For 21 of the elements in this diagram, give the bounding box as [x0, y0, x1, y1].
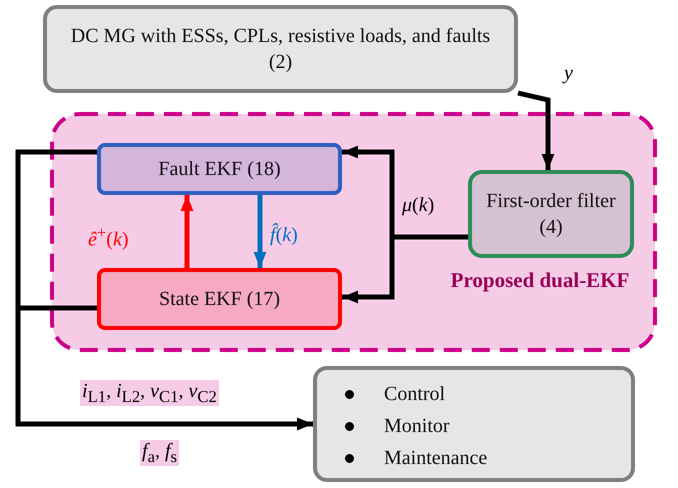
estimator-region [50, 112, 657, 352]
edge-label: f$_{a}$, f$_{s}$ [140, 440, 180, 466]
node-text: DC MG with ESSs, CPLs, resistive loads, and faults (2) [70, 24, 492, 75]
list-item: Maintenance [384, 446, 488, 471]
output-box [313, 366, 635, 482]
process-box [97, 143, 342, 195]
node-text: State EKF (17) [158, 287, 282, 312]
edge-label: i$_{L1}$, i$_{L2}$, v$_{C1}$, v$_{C2}$ [80, 380, 219, 406]
list-item: Monitor [384, 414, 450, 439]
arrow [254, 195, 266, 268]
system-box [43, 5, 518, 93]
region-title: Proposed dual-EKF [450, 267, 630, 294]
edge-label: f̂(k) [268, 224, 300, 246]
edge-label: μ(k) [400, 194, 436, 216]
process-box [97, 268, 342, 330]
process-box [468, 170, 634, 258]
arrow [517, 90, 554, 170]
node-text: First-order filter (4) [485, 189, 617, 240]
list-item: Control [384, 382, 446, 407]
node-text: Fault EKF (18) [157, 157, 282, 182]
arrow [180, 195, 194, 268]
